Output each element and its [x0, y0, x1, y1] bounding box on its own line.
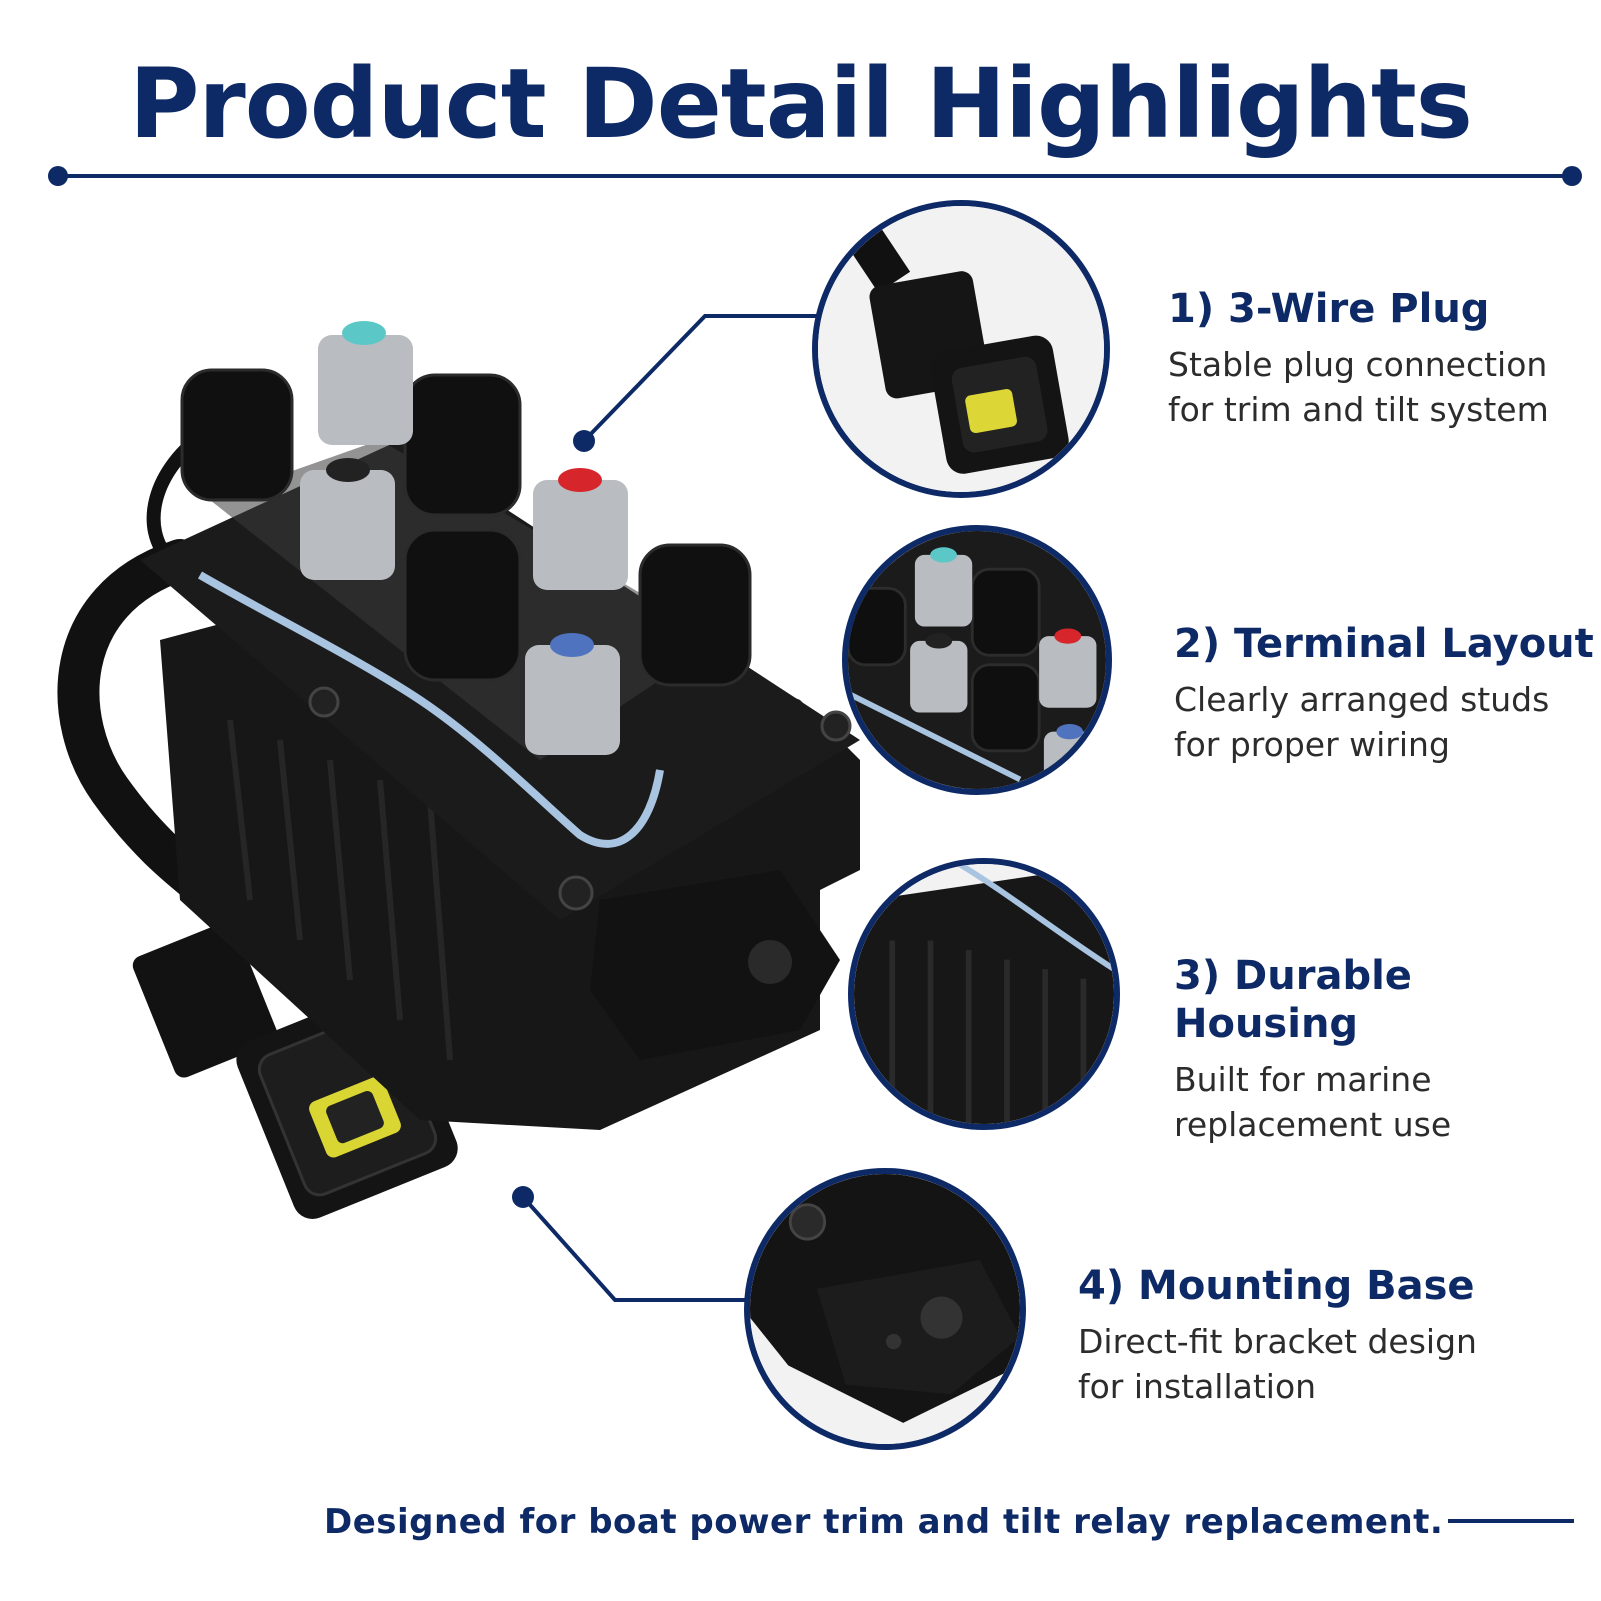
feature-3-wire-plug: 1) 3-Wire Plug Stable plug connection fo… [1168, 285, 1578, 432]
footer-tagline: Designed for boat power trim and tilt re… [324, 1502, 1444, 1542]
feature-description: Stable plug connection for trim and tilt… [1168, 345, 1549, 429]
feature-terminal-layout: 2) Terminal Layout Clearly arranged stud… [1174, 620, 1594, 767]
housing-closeup-icon [848, 858, 1120, 1130]
feature-description: Direct-fit bracket design for installati… [1078, 1322, 1477, 1406]
wire-plug-closeup-icon [812, 200, 1110, 498]
feature-durable-housing: 3) Durable Housing Built for marine repl… [1174, 952, 1601, 1147]
title-divider [48, 166, 1582, 186]
feature-description: Built for marine replacement use [1174, 1060, 1452, 1144]
feature-description: Clearly arranged studs for proper wiring [1174, 680, 1550, 764]
footer-divider [1448, 1519, 1574, 1523]
page-title: Product Detail Highlights [129, 48, 1473, 160]
feature-title: 3) Durable Housing [1174, 953, 1412, 1047]
feature-title: 4) Mounting Base [1078, 1263, 1475, 1309]
mounting-base-closeup-icon [744, 1168, 1026, 1450]
feature-title: 2) Terminal Layout [1174, 621, 1594, 667]
feature-mounting-base: 4) Mounting Base Direct-fit bracket desi… [1078, 1262, 1498, 1409]
feature-title: 1) 3-Wire Plug [1168, 286, 1490, 332]
terminal-studs-closeup-icon [842, 525, 1112, 795]
